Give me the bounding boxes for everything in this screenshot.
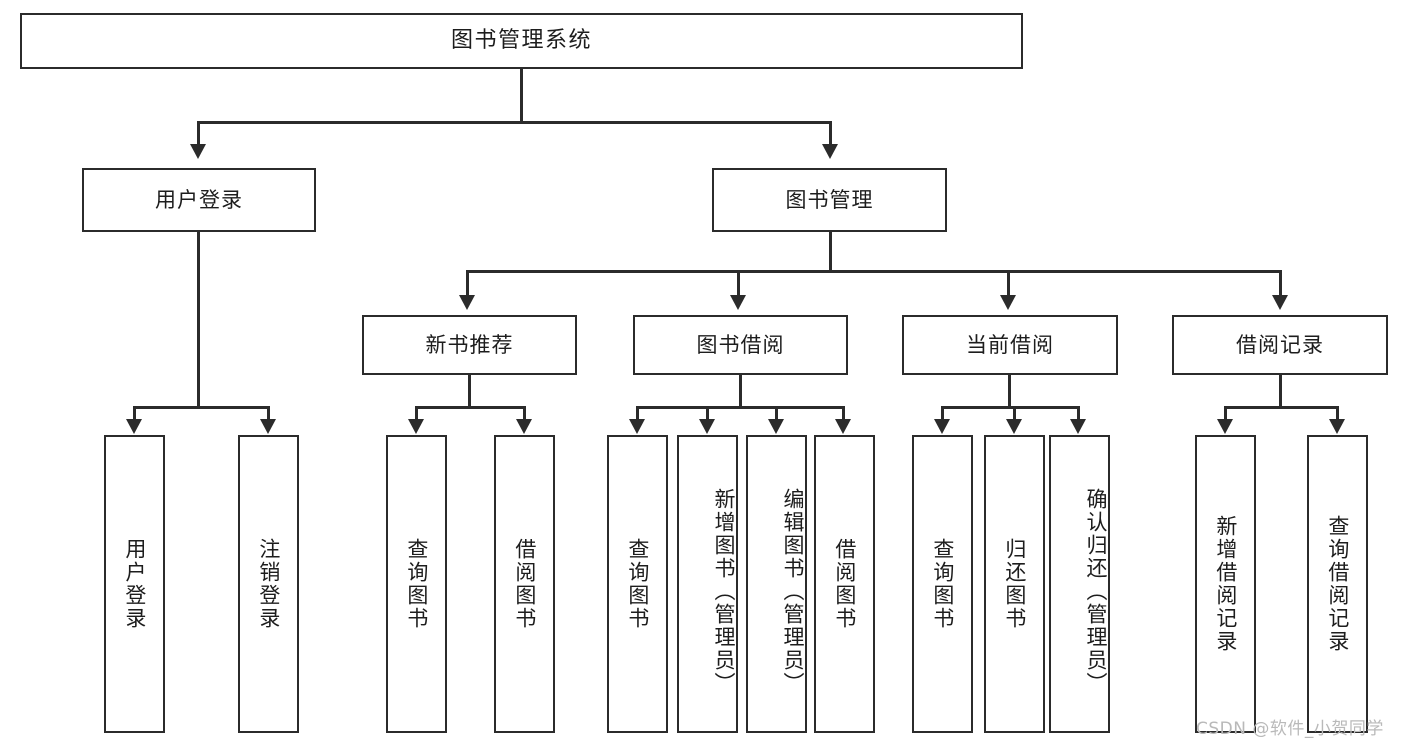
connector-borrow-record-stem [1279,375,1282,408]
node-current-borrow[interactable]: 当前借阅 [902,315,1118,375]
connector-drop-new-book [466,270,469,296]
connector-book-borrow-bus [636,406,845,409]
connector-new-book-stem [468,375,471,408]
node-user-login[interactable]: 用户登录 [82,168,316,232]
arrowhead-nb-query [408,419,424,434]
leaf-br-add-record[interactable]: 新增借阅记录 [1195,435,1256,733]
node-label: 查询图书 [404,538,429,630]
connector-drop-user-login [197,121,200,144]
connector-drop-nb-borrow [523,406,526,420]
connector-drop-leaf-logout [267,406,270,420]
node-book-management[interactable]: 图书管理 [712,168,947,232]
node-label: 当前借阅 [966,332,1054,357]
node-label: 图书管理 [785,187,874,212]
arrowhead-nb-borrow [516,419,532,434]
leaf-cb-query-book[interactable]: 查询图书 [912,435,973,733]
node-label: 新增借阅记录 [1213,515,1238,653]
arrowhead-cb-query [934,419,950,434]
node-label: 注销登录 [256,538,281,630]
arrowhead-current-borrow [1000,295,1016,310]
connector-root-stem [520,69,523,123]
node-label: 图书管理系统 [450,28,592,54]
connector-drop-br-add [1224,406,1227,420]
arrowhead-cb-return [1006,419,1022,434]
connector-user-login-bus [133,406,270,409]
node-label: 新增图书（管理员） [712,487,736,695]
node-label: 归还图书 [1002,538,1027,630]
arrowhead-bb-edit [768,419,784,434]
leaf-bb-query-book[interactable]: 查询图书 [607,435,668,733]
connector-new-book-bus [415,406,526,409]
connector-book-borrow-stem [739,375,742,408]
connector-drop-bb-borrow [842,406,845,420]
connector-drop-bb-query [636,406,639,420]
node-root-system[interactable]: 图书管理系统 [20,13,1023,69]
arrowhead-leaf-user-login [126,419,142,434]
node-label: 查询借阅记录 [1325,515,1350,653]
node-label: 图书借阅 [696,332,785,357]
connector-drop-book-mgmt [829,121,832,144]
leaf-bb-borrow-book[interactable]: 借阅图书 [814,435,875,733]
node-label: 新书推荐 [425,332,514,357]
connector-book-mgmt-stem [829,232,832,272]
node-new-book-recommend[interactable]: 新书推荐 [362,315,577,375]
node-label: 确认归还（管理员） [1084,487,1108,695]
arrowhead-borrow-record [1272,295,1288,310]
node-label: 借阅图书 [512,538,537,630]
connector-current-borrow-bus [941,406,1079,409]
node-label: 用户登录 [155,187,243,212]
connector-drop-book-borrow [737,270,740,296]
connector-drop-borrow-record [1279,270,1282,296]
leaf-logout[interactable]: 注销登录 [238,435,299,733]
connector-drop-br-query [1336,406,1339,420]
connector-drop-current-borrow [1007,270,1010,296]
connector-borrow-record-bus [1224,406,1339,409]
leaf-bb-add-book[interactable]: 新增图书（管理员） [677,435,738,733]
connector-user-login-stem [197,232,200,408]
node-label: 用户登录 [122,538,147,630]
arrowhead-leaf-logout [260,419,276,434]
connector-drop-leaf-user-login [133,406,136,420]
csdn-watermark: CSDN @软件_小贺同学 [1196,719,1384,739]
arrowhead-book-mgmt [822,144,838,159]
arrowhead-user-login [190,144,206,159]
arrowhead-br-query [1329,419,1345,434]
node-label: 查询图书 [625,538,650,630]
connector-drop-cb-confirm [1077,406,1080,420]
connector-drop-bb-add [706,406,709,420]
arrowhead-new-book [459,295,475,310]
node-label: 借阅图书 [832,538,857,630]
node-label: 编辑图书（管理员） [781,487,805,695]
leaf-bb-edit-book[interactable]: 编辑图书（管理员） [746,435,807,733]
leaf-user-login[interactable]: 用户登录 [104,435,165,733]
leaf-cb-return-book[interactable]: 归还图书 [984,435,1045,733]
node-label: 查询图书 [930,538,955,630]
leaf-cb-confirm-return[interactable]: 确认归还（管理员） [1049,435,1110,733]
arrowhead-bb-borrow [835,419,851,434]
connector-root-bus [197,121,832,124]
leaf-nb-borrow-book[interactable]: 借阅图书 [494,435,555,733]
connector-drop-cb-return [1013,406,1016,420]
connector-level3-bus [466,270,1282,273]
arrowhead-bb-query [629,419,645,434]
arrowhead-bb-add [699,419,715,434]
node-borrow-record[interactable]: 借阅记录 [1172,315,1388,375]
connector-drop-bb-edit [775,406,778,420]
node-label: 借阅记录 [1236,332,1324,357]
arrowhead-book-borrow [730,295,746,310]
node-book-borrow[interactable]: 图书借阅 [633,315,848,375]
leaf-br-query-record[interactable]: 查询借阅记录 [1307,435,1368,733]
arrowhead-cb-confirm [1070,419,1086,434]
connector-drop-nb-query [415,406,418,420]
arrowhead-br-add [1217,419,1233,434]
leaf-nb-query-book[interactable]: 查询图书 [386,435,447,733]
connector-current-borrow-stem [1008,375,1011,408]
connector-drop-cb-query [941,406,944,420]
